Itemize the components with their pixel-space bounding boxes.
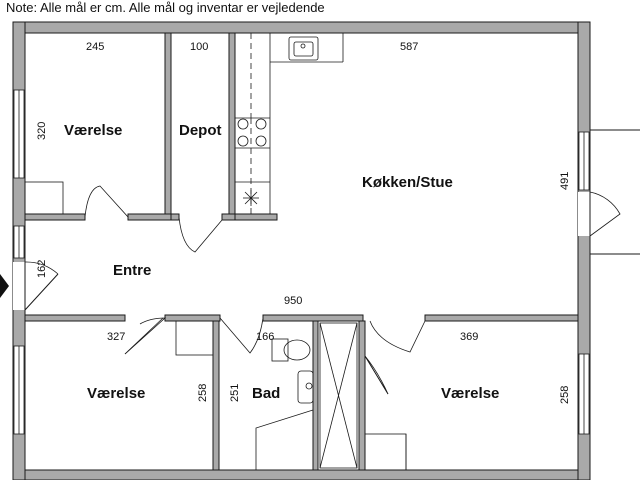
sink-icon bbox=[288, 36, 319, 61]
dim-entre-height: 162 bbox=[36, 260, 48, 278]
dim-vaerelse-br-height: 258 bbox=[559, 386, 571, 404]
dim-entre-width: 950 bbox=[284, 295, 302, 307]
dimension-labels: 245 100 587 950 327 166 369 320 491 162 … bbox=[36, 41, 571, 404]
room-label-entre: Entre bbox=[113, 262, 151, 279]
fridge-icon bbox=[243, 190, 259, 206]
entrance-arrow-icon bbox=[0, 274, 9, 298]
wall-south-rooms-b bbox=[164, 314, 221, 322]
wall-bedroom-bottom-a bbox=[24, 213, 86, 221]
door-bath bbox=[219, 317, 264, 354]
wall-bedroom-bath bbox=[212, 320, 220, 471]
wall-depot-kitchen bbox=[228, 32, 236, 220]
hob-icon bbox=[237, 118, 267, 147]
wardrobe-br bbox=[364, 433, 407, 471]
wall-bath-closet bbox=[312, 320, 319, 471]
wall-bedroom-depot bbox=[164, 32, 172, 220]
wall-depot-bottom-b bbox=[221, 213, 236, 221]
dim-kokken-height: 491 bbox=[559, 172, 571, 190]
interior-walls bbox=[24, 32, 579, 471]
wardrobe-top bbox=[24, 181, 64, 215]
bath-fixtures bbox=[255, 338, 314, 470]
south-wall bbox=[12, 469, 591, 480]
balcony bbox=[590, 129, 640, 255]
wall-kitchen-counter-end bbox=[234, 213, 278, 221]
bedroom-top-furniture bbox=[24, 181, 64, 215]
room-label-depot: Depot bbox=[179, 122, 222, 139]
dim-vaerelse-top-height: 320 bbox=[36, 122, 48, 140]
door-bedroom-bl bbox=[124, 317, 167, 355]
balcony-door bbox=[578, 191, 621, 237]
kitchen-fixtures bbox=[235, 33, 344, 214]
wall-south-rooms-c bbox=[262, 314, 364, 322]
door-bedroom-br bbox=[369, 320, 426, 353]
wall-depot-bottom-a bbox=[170, 213, 180, 221]
entrance-door bbox=[0, 261, 59, 311]
dim-depot-width: 100 bbox=[190, 41, 208, 53]
dim-kokken-width: 587 bbox=[400, 41, 418, 53]
wall-bedroom-bottom-b bbox=[127, 213, 172, 221]
shower-outline bbox=[255, 409, 314, 470]
wall-south-rooms-d bbox=[424, 314, 579, 322]
windows bbox=[13, 89, 590, 435]
washbasin-icon bbox=[297, 370, 314, 404]
door-bedroom-top bbox=[84, 185, 129, 218]
dim-vaerelse-top-width: 245 bbox=[86, 41, 104, 53]
door-depot bbox=[178, 216, 223, 253]
exterior-walls bbox=[12, 21, 591, 480]
wardrobe-bl bbox=[175, 320, 214, 356]
interior-doors bbox=[84, 185, 426, 395]
wall-closet-bedroom bbox=[358, 320, 366, 471]
toilet-icon bbox=[283, 339, 311, 361]
toilet-tank-icon bbox=[271, 338, 289, 362]
room-labels: Værelse Depot Køkken/Stue Entre Værelse … bbox=[64, 122, 499, 402]
dim-vaerelse-br-width: 369 bbox=[460, 331, 478, 343]
room-label-bad: Bad bbox=[252, 385, 280, 402]
dim-bad-width: 166 bbox=[256, 331, 274, 343]
room-label-kokken-stue: Køkken/Stue bbox=[362, 174, 453, 191]
room-label-vaerelse-br: Værelse bbox=[441, 385, 499, 402]
closet-shaft bbox=[319, 322, 358, 469]
dim-vaerelse-bl-width: 327 bbox=[107, 331, 125, 343]
room-label-vaerelse-bl: Værelse bbox=[87, 385, 145, 402]
dim-vaerelse-bl-height: 258 bbox=[197, 384, 209, 402]
dim-bad-height: 251 bbox=[229, 384, 241, 402]
north-wall bbox=[12, 21, 591, 34]
wall-south-rooms-a bbox=[24, 314, 126, 322]
room-label-vaerelse-top: Værelse bbox=[64, 122, 122, 139]
disclaimer-note: Note: Alle mål er cm. Alle mål og invent… bbox=[6, 0, 325, 15]
